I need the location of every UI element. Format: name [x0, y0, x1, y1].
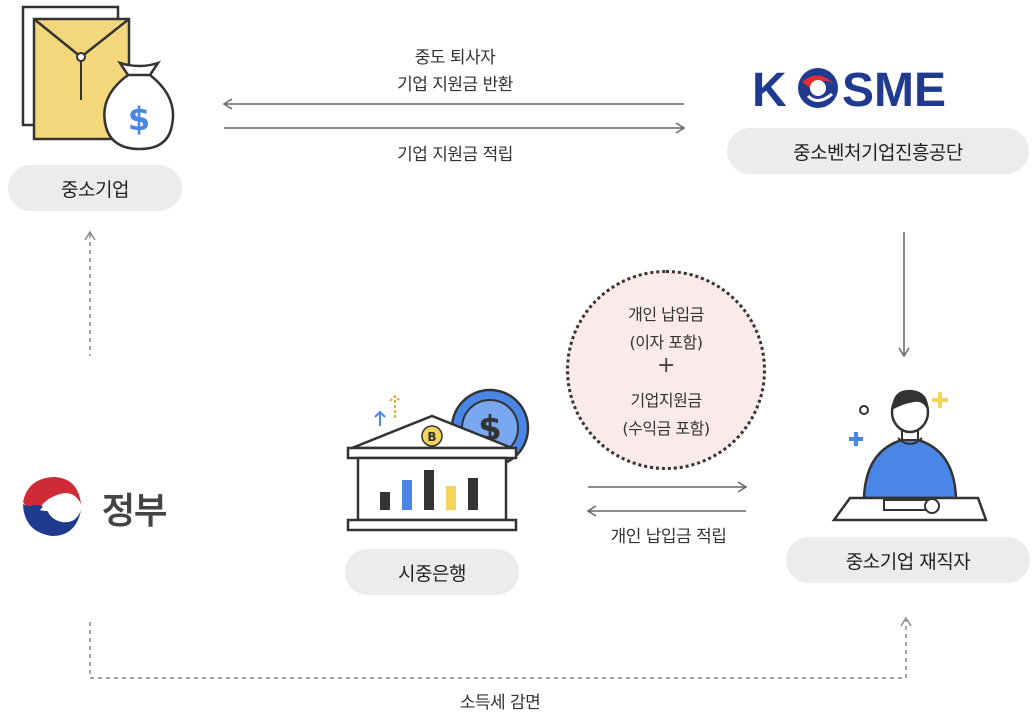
personal-contribution-label: 개인 납입금 적립 — [610, 527, 727, 547]
return-label-line1: 중도 퇴사자 — [414, 48, 496, 68]
office-worker-icon — [831, 389, 988, 522]
circle-line4: (수익금 포함) — [622, 419, 710, 438]
svg-text:K: K — [752, 64, 787, 117]
circle-plus: + — [657, 353, 675, 378]
envelope-moneybag-icon: $ — [21, 5, 175, 151]
svg-text:SME: SME — [842, 64, 946, 117]
svg-text:$: $ — [128, 100, 150, 138]
bank-illustration: $ B — [340, 388, 540, 538]
government-logo: 정부 — [18, 472, 178, 542]
circle-line1: 개인 납입금 — [628, 305, 704, 324]
korea-emblem-icon — [21, 477, 81, 537]
circle-line2: (이자 포함) — [629, 333, 703, 352]
kosme-to-employee-arrow — [898, 232, 910, 358]
tax-reduction-label: 소득세 감면 — [459, 693, 541, 713]
return-label-line2: 기업 지원금 반환 — [397, 75, 513, 95]
sme-illustration: $ — [20, 5, 180, 151]
sme-node-label: 중소기업 — [8, 165, 182, 211]
fund-composition-circle: 개인 납입금 (이자 포함) + 기업지원금 (수익금 포함) — [566, 270, 766, 470]
tax-reduction-arrow — [89, 616, 912, 679]
bank-node-label: 시중은행 — [345, 549, 519, 595]
gov-to-sme-arrow — [84, 230, 96, 356]
bank-to-employee-arrow — [588, 481, 748, 493]
return-arrow — [222, 98, 684, 110]
government-node-label: 정부 — [102, 491, 167, 532]
contribution-arrow — [224, 122, 686, 134]
kosme-logo: K SME — [752, 62, 1008, 117]
svg-text:B: B — [427, 430, 436, 444]
employee-node-label: 중소기업 재직자 — [786, 537, 1030, 583]
kosme-node-label: 중소벤처기업진흥공단 — [727, 128, 1029, 174]
contribution-label: 기업 지원금 적립 — [397, 145, 513, 165]
employee-to-bank-arrow — [586, 505, 746, 517]
bank-building-icon: $ B — [346, 388, 530, 532]
employee-illustration — [828, 380, 988, 530]
circle-line3: 기업지원금 — [630, 391, 702, 410]
